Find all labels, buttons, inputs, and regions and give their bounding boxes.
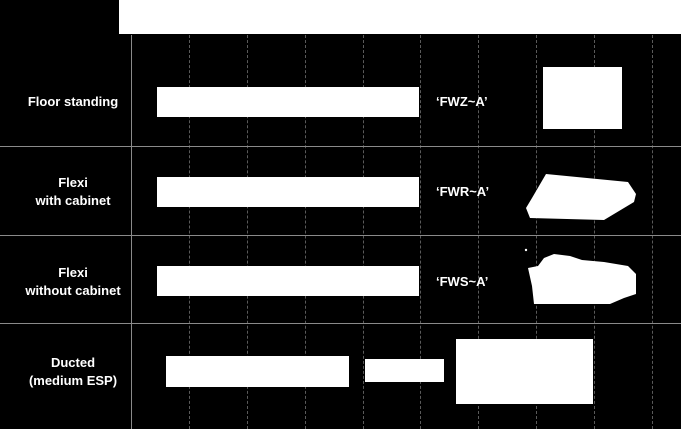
grid-line-vertical [189, 35, 190, 429]
grid-line-vertical [363, 35, 364, 429]
grid-line-vertical [420, 35, 421, 429]
model-code-fwr: ‘FWR~A’ [436, 184, 490, 199]
row-label-flexi-with-cabinet: Flexi with cabinet [35, 175, 111, 208]
capacity-bar-ducted-secondary [365, 359, 444, 382]
ducted-unit-icon [456, 339, 593, 404]
grid-line-vertical [652, 35, 653, 429]
grid-line-vertical [536, 35, 537, 429]
capacity-bar-flexi-without-cabinet [157, 266, 419, 296]
row-divider [0, 323, 681, 324]
capacity-bar-ducted [166, 356, 349, 387]
model-code-fwz: ‘FWZ~A’ [436, 94, 488, 109]
header-bar [119, 0, 681, 34]
model-code-fws: ‘FWS~A’ [436, 274, 489, 289]
label-column-divider [131, 35, 132, 429]
row-label-floor-standing: Floor standing [27, 94, 119, 109]
grid-line-vertical [478, 35, 479, 429]
grid-line-vertical [247, 35, 248, 429]
grid-line-vertical [305, 35, 306, 429]
row-label-flexi-without-cabinet: Flexi without cabinet [25, 265, 121, 298]
flexi-no-cabinet-unit-icon [524, 248, 636, 304]
floor-standing-unit-icon [543, 67, 622, 129]
capacity-bar-floor-standing [157, 87, 419, 117]
row-divider [0, 235, 681, 236]
flexi-cabinet-unit-icon [526, 174, 636, 220]
row-divider [0, 146, 681, 147]
grid-line-vertical [594, 35, 595, 429]
capacity-bar-flexi-with-cabinet [157, 177, 419, 207]
row-label-ducted: Ducted (medium ESP) [28, 355, 118, 388]
